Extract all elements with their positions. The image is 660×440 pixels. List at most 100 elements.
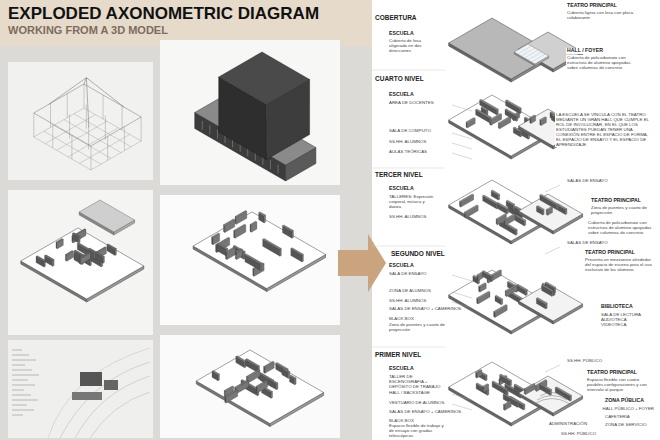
zone-heading: BIBLIOTECA (600, 304, 634, 310)
space-label: HALL PÚBLICO + FOYER (602, 406, 655, 411)
wall (546, 210, 547, 216)
wall (476, 109, 492, 118)
space-label: SALAS DE ENSAYO (566, 240, 609, 245)
space-label: VESTUARIO DE ALUMNOS (388, 400, 445, 405)
wall (56, 242, 57, 249)
leader-line (452, 394, 472, 400)
wall (217, 243, 228, 249)
wall (212, 371, 219, 375)
wire (57, 121, 107, 150)
wall (65, 251, 73, 256)
wall (510, 380, 511, 386)
legend-line (12, 380, 28, 381)
floor-slab (519, 284, 583, 321)
wall (507, 389, 508, 395)
legend-line (12, 400, 38, 401)
wall (277, 383, 278, 390)
wall (96, 247, 106, 253)
wall (477, 298, 478, 304)
wall (256, 380, 268, 387)
wall (466, 118, 475, 123)
legend-line (12, 395, 31, 396)
glass-mullion (528, 52, 542, 60)
wall (246, 369, 260, 377)
separator (372, 246, 445, 247)
wall (464, 212, 465, 218)
wall (295, 378, 296, 385)
wall (256, 386, 257, 393)
space-label: ADMINISTRACIÓN (548, 421, 588, 426)
leader-line (452, 143, 472, 149)
leader-line (545, 365, 560, 372)
wall (491, 190, 500, 195)
wall (535, 386, 536, 392)
window (202, 121, 203, 130)
wall (537, 206, 545, 210)
sheet (372, 0, 660, 440)
wall (259, 212, 266, 216)
window (217, 130, 218, 139)
wall (264, 367, 265, 374)
wall (524, 389, 525, 395)
wire (33, 113, 34, 137)
wire (34, 84, 141, 146)
wall (505, 291, 506, 297)
wall (481, 107, 488, 111)
wire (88, 125, 89, 149)
space-label: TALLER DE ESCENOGRAFÍA + DEPÓSITO DE TRA… (388, 374, 445, 389)
wall (460, 194, 474, 202)
glass-roof (514, 44, 549, 64)
wall (460, 201, 461, 207)
wall (226, 247, 236, 253)
wire (90, 146, 91, 170)
wall (492, 381, 508, 390)
wall (496, 214, 506, 220)
note: Cubierta de policarbonato con estructura… (587, 220, 655, 235)
floor-slab (519, 194, 583, 231)
zone-heading: ESCUELA (388, 92, 415, 98)
wall (115, 249, 116, 256)
wall (224, 219, 235, 226)
wall (280, 248, 281, 256)
wall (500, 374, 512, 381)
wall (526, 290, 527, 296)
legend-line (12, 385, 35, 386)
wire (122, 106, 123, 130)
glass-mullion (531, 54, 545, 62)
legend-line (12, 360, 36, 361)
leader-line (452, 275, 472, 281)
floor-slab (196, 350, 323, 424)
leader-line (452, 153, 472, 159)
wall (212, 237, 213, 245)
wall (557, 204, 558, 210)
leader-line (452, 133, 472, 139)
wall (521, 131, 522, 137)
wall (507, 208, 508, 214)
legend-line (12, 410, 34, 411)
space-label: SALA DE ENSAYO (388, 271, 428, 276)
space-label: TALLERES: Expresión corporal, música y d… (388, 194, 436, 209)
space-label: HALL / BACKSTAGE (388, 390, 431, 395)
wall (236, 356, 246, 362)
wall (496, 219, 497, 225)
wall (483, 195, 498, 204)
wall (552, 291, 553, 297)
wall (464, 205, 478, 213)
leader-line (452, 292, 472, 298)
space-label: ÁREA DE DOCENTES (388, 100, 435, 105)
wire (71, 135, 72, 159)
wall (56, 239, 63, 243)
wall (517, 402, 518, 408)
wall (283, 225, 294, 231)
wall (554, 287, 555, 293)
wall (271, 392, 272, 399)
note: Cubierta ligera con losa con placa colab… (566, 10, 638, 20)
wall (543, 209, 544, 215)
note: Cubierta de policarbonato con estructura… (566, 55, 643, 70)
wall (490, 113, 502, 120)
zone-heading: HALL / FOYER (566, 48, 604, 54)
zone-heading: ESCUELA (388, 186, 415, 192)
glass-mullion (525, 50, 539, 58)
level-heading: TERCER NIVEL (374, 171, 424, 178)
